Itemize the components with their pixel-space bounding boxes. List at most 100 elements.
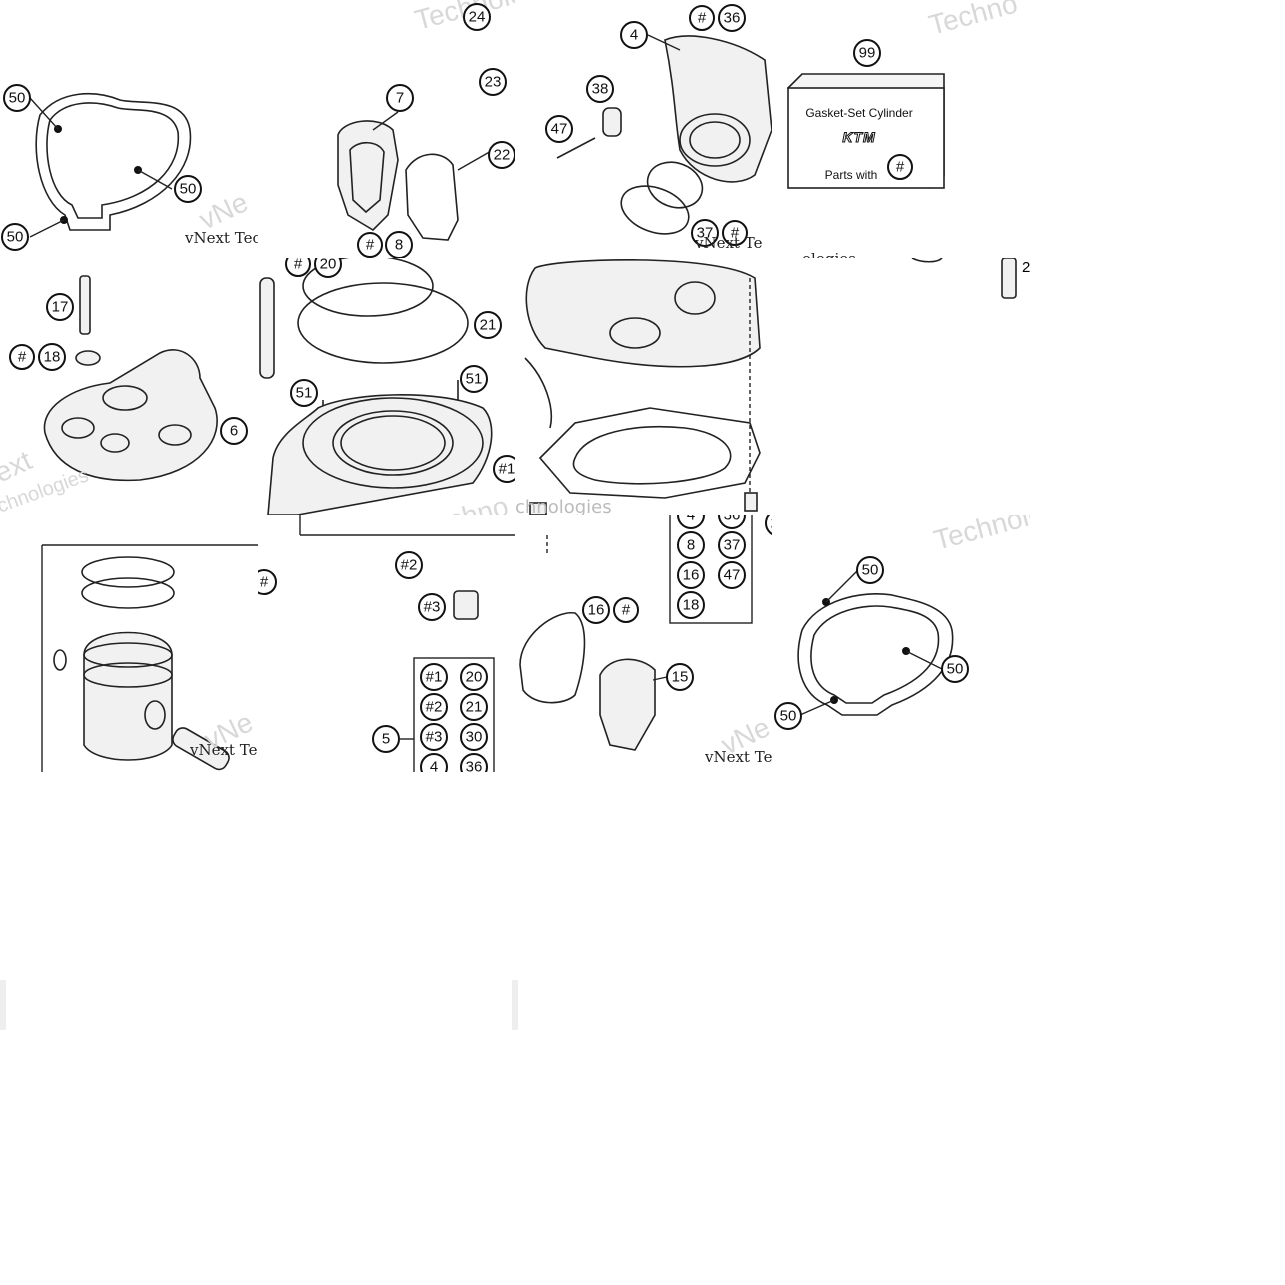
- pump-gasket: [519, 612, 586, 704]
- callout-hash: #: [613, 597, 639, 623]
- callout-22: 22: [488, 141, 515, 169]
- callout-50: 50: [3, 84, 31, 112]
- bolt-17: [79, 275, 91, 335]
- tile-cover-gasket: 50 50 50 vNext Tec vNe: [0, 0, 258, 258]
- svg-text:#3: #3: [424, 599, 441, 616]
- watermark-chnologies: chnologies: [515, 497, 612, 515]
- piston-ring: [81, 556, 175, 588]
- callout-2: 2: [1022, 259, 1030, 276]
- callout-hash: #: [9, 344, 35, 370]
- svg-text:#: #: [294, 258, 303, 273]
- callout-50: 50: [941, 655, 969, 683]
- cylinder-body-part: [525, 259, 761, 368]
- callout-25: 25: [765, 515, 772, 536]
- svg-text:#2: #2: [401, 557, 418, 574]
- callout-38: 38: [586, 75, 614, 103]
- legend-callout: 18: [677, 591, 705, 619]
- callout-20: 20: [314, 258, 342, 278]
- legend-callout: 20: [460, 663, 488, 691]
- legend-callout: 8: [677, 531, 705, 559]
- callout-17: 17: [46, 293, 74, 321]
- callout-16: 16: [582, 596, 610, 624]
- svg-text:16: 16: [588, 602, 605, 619]
- pump-cover-part: [599, 658, 656, 751]
- watermark-nologies: ologies: [802, 250, 856, 258]
- svg-text:7: 7: [396, 90, 404, 107]
- legend-callout: #1: [420, 663, 448, 691]
- callout-2: #2: [395, 551, 423, 579]
- svg-text:18: 18: [683, 597, 700, 614]
- callout-8: 8: [385, 231, 413, 258]
- callout-36: 36: [718, 4, 746, 32]
- cylinder-part: [267, 394, 493, 515]
- watermark-techno: Techno: [926, 0, 1021, 41]
- svg-text:#: #: [366, 237, 375, 254]
- svg-text:4: 4: [687, 515, 695, 524]
- base-gasket: [538, 407, 761, 499]
- watermark-brand: vNext Tec: [184, 229, 258, 247]
- legend-callout: 4: [420, 753, 448, 773]
- callout-4: 4: [620, 21, 648, 49]
- svg-text:36: 36: [724, 515, 741, 524]
- watermark-brand: vNext Te: [694, 234, 763, 252]
- watermark-ext: ext: [0, 444, 37, 488]
- callout-hash: #: [689, 5, 715, 31]
- legend-callout: 37: [718, 531, 746, 559]
- needle-bearing: [453, 590, 479, 620]
- watermark-techno: Technolo: [931, 515, 1030, 556]
- callout-99: 99: [853, 39, 881, 67]
- callout-6: 6: [220, 417, 248, 445]
- o-ring-large: [646, 161, 704, 209]
- legend-callout: 47: [718, 561, 746, 589]
- svg-text:4: 4: [430, 759, 438, 773]
- callout-7: 7: [386, 84, 414, 112]
- tile-base-gasket: chnologies: [515, 258, 772, 515]
- svg-text:#1: #1: [499, 461, 515, 478]
- callout-hash: #: [722, 220, 748, 246]
- svg-text:51: 51: [466, 371, 483, 388]
- svg-text:50: 50: [947, 661, 964, 678]
- callout-18: 18: [38, 343, 66, 371]
- callout-24: 24: [463, 3, 491, 31]
- svg-text:20: 20: [466, 669, 483, 686]
- legend-callout: 21: [460, 693, 488, 721]
- svg-text:21: 21: [480, 317, 497, 334]
- legend-callout: 30: [460, 723, 488, 751]
- svg-text:51: 51: [296, 385, 313, 402]
- tile-cylinder-head: 17 # 18 6 ext chnologies: [0, 258, 258, 515]
- svg-text:#1: #1: [426, 669, 443, 686]
- o-ring-small: [620, 185, 690, 235]
- callout-51: 51: [460, 365, 488, 393]
- svg-text:47: 47: [551, 121, 568, 138]
- gasket-set-title: Gasket-Set Cylinder: [805, 106, 912, 120]
- exhaust-manifold-part: [664, 35, 772, 183]
- callout-1: #1: [493, 455, 515, 483]
- bolt-47: [556, 137, 596, 159]
- svg-text:#: #: [731, 225, 740, 242]
- watermark-brand: vNext Tec: [189, 741, 258, 759]
- retainer-plate: [602, 107, 622, 137]
- callout-hash: #: [285, 258, 311, 277]
- svg-text:20: 20: [320, 258, 337, 273]
- svg-text:18: 18: [44, 349, 61, 366]
- callout-50: 50: [174, 175, 202, 203]
- svg-text:#: #: [622, 602, 631, 619]
- svg-text:21: 21: [466, 699, 483, 716]
- stud-part: [1001, 258, 1017, 299]
- callout-37: 37: [691, 219, 719, 247]
- o-ring-21: [297, 282, 469, 364]
- callout-3: #3: [418, 593, 446, 621]
- gasket-set-box: [787, 87, 945, 189]
- legend-callout: 4: [677, 515, 705, 529]
- callout-5: 5: [372, 725, 400, 753]
- tile-exhaust-cover: Technolo 7 22 23 24 # 8: [258, 0, 515, 258]
- svg-text:50: 50: [780, 708, 797, 725]
- piston-part: [83, 631, 173, 761]
- svg-text:50: 50: [180, 181, 197, 198]
- svg-text:4: 4: [630, 27, 638, 44]
- svg-text:50: 50: [9, 90, 26, 107]
- svg-text:23: 23: [485, 74, 502, 91]
